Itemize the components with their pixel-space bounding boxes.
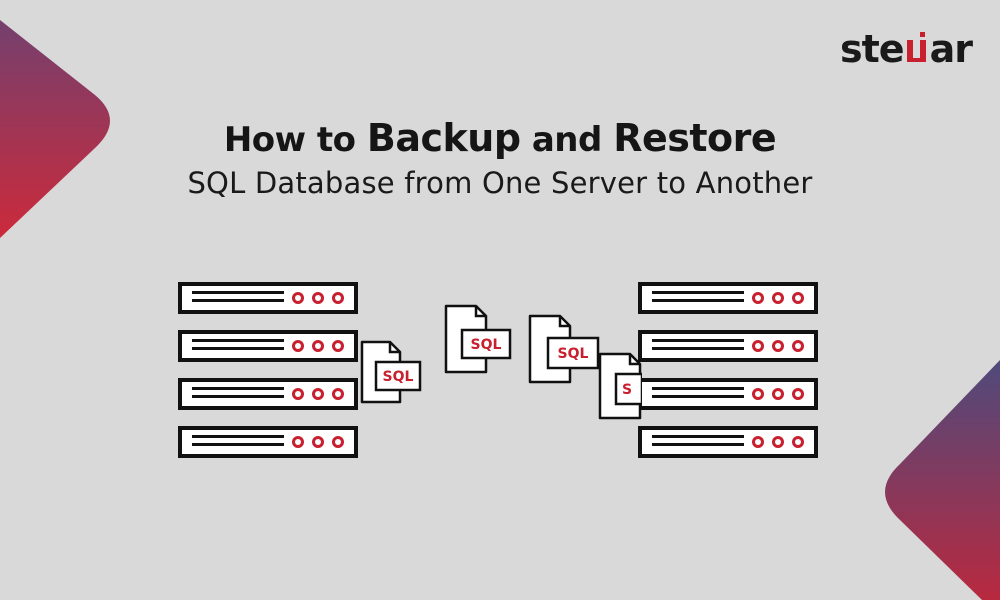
sql-file-label: SQL: [471, 337, 502, 353]
logo-text-start: ste: [840, 27, 905, 71]
server-unit: [638, 426, 818, 458]
sql-file-icon: SQL: [444, 304, 512, 374]
logo-text-end: ar: [929, 27, 973, 71]
server-unit: [638, 378, 818, 410]
sql-file-label: SQL: [558, 346, 589, 362]
headline-part-backup: Backup: [366, 116, 521, 160]
sql-file-icon-partial: S: [598, 352, 642, 420]
svg-text:S: S: [622, 382, 632, 398]
headline-line-1: How to Backup and Restore: [0, 116, 1000, 160]
headline-part-restore: Restore: [613, 116, 777, 160]
decor-shape-top-left: [0, 20, 110, 238]
sql-file-label: SQL: [383, 369, 414, 385]
server-unit: [178, 330, 358, 362]
server-unit: [178, 426, 358, 458]
headline-part-and: and: [520, 120, 614, 160]
server-unit: [178, 378, 358, 410]
logo-mark-icon: [905, 30, 929, 68]
sql-file-icon: SQL: [360, 340, 422, 404]
server-unit: [638, 282, 818, 314]
server-unit: [638, 330, 818, 362]
headline-line-2: SQL Database from One Server to Another: [187, 166, 813, 200]
stellar-logo: ste ar: [840, 27, 973, 71]
server-unit: [178, 282, 358, 314]
sql-file-icon: SQL: [528, 314, 600, 384]
decor-shape-bottom-right: [885, 360, 1000, 600]
headline-part-how-to: How to: [223, 120, 367, 160]
